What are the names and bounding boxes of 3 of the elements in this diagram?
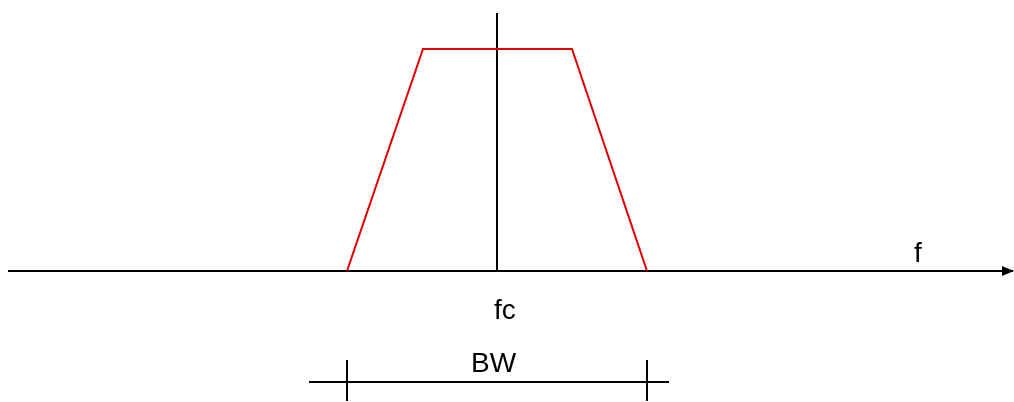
bandwidth-label: BW <box>471 348 517 378</box>
center-frequency-label: fc <box>494 295 516 325</box>
axis-label: f <box>914 238 922 268</box>
